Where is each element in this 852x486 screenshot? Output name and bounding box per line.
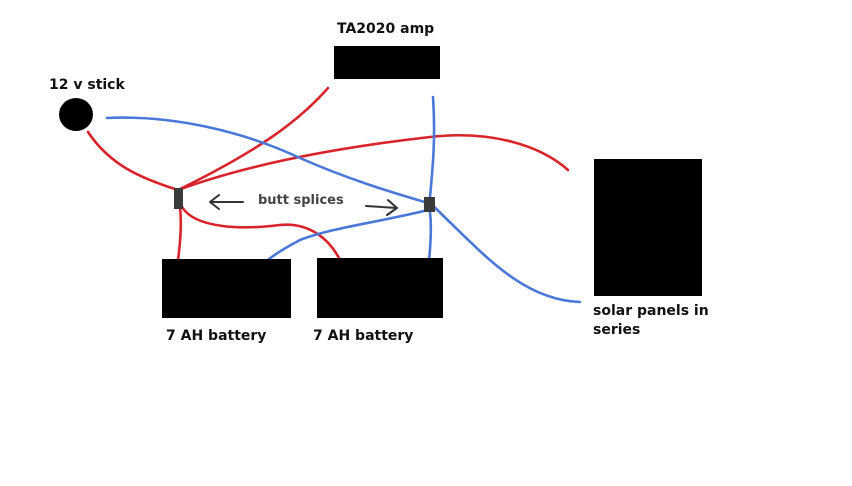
- red-wire-stick-to-splice: [86, 130, 180, 192]
- solar-panel-block: [594, 159, 702, 296]
- splices-label: butt splices: [258, 193, 344, 208]
- left-butt-splice: [174, 188, 183, 209]
- battery-left-block: [162, 259, 291, 318]
- solar-label-line1: solar panels in: [593, 303, 709, 319]
- right-butt-splice: [424, 197, 435, 212]
- battery-right-label: 7 AH battery: [313, 328, 414, 344]
- red-wire-amp-to-splice: [176, 86, 330, 192]
- battery-right-block: [317, 258, 443, 318]
- right-arrow-icon: [365, 199, 398, 216]
- solar-label-line2: series: [593, 322, 641, 338]
- stick-circle: [59, 98, 93, 131]
- amp-block: [334, 46, 440, 79]
- amp-label: TA2020 amp: [337, 21, 435, 37]
- battery-left-label: 7 AH battery: [166, 328, 267, 344]
- red-wire-solar-to-splice: [176, 133, 570, 192]
- red-wire-splice-to-right-battery: [180, 205, 342, 262]
- blue-wire-stick-to-splice: [105, 116, 430, 205]
- blue-wire-splice-to-right-battery: [427, 210, 433, 264]
- blue-wire-splice-to-left-battery: [266, 208, 430, 262]
- blue-wire-amp-to-splice: [428, 95, 436, 199]
- blue-wire-splice-to-solar: [428, 201, 582, 304]
- left-arrow-icon: [209, 194, 244, 210]
- red-wire-splice-to-left-battery: [176, 205, 183, 262]
- stick-label: 12 v stick: [49, 77, 125, 93]
